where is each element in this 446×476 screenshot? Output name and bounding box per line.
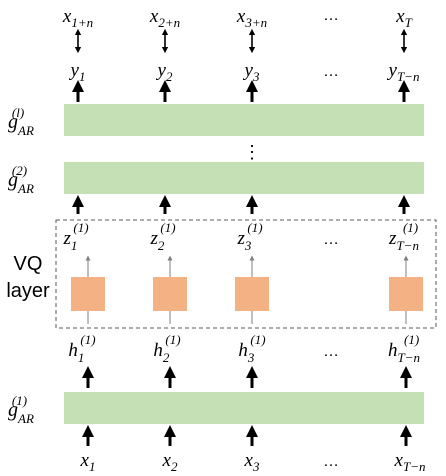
y-label-row: y1 y2 y3 … yT−n <box>69 60 420 84</box>
vq-box <box>153 277 187 311</box>
vq-box <box>71 277 105 311</box>
y-label: y2 <box>156 60 173 84</box>
bottom-label-ellipsis: … <box>323 453 339 470</box>
ar-layer-second-label: gAR(2) <box>8 163 34 196</box>
y-label: y1 <box>69 60 86 84</box>
double-arrow-row <box>74 28 408 54</box>
thick-arrow-row-top <box>72 80 410 102</box>
top-label: x2+n <box>149 6 180 30</box>
top-label: x1+n <box>62 6 93 30</box>
top-label-row: x1+n x2+n x3+n … xT <box>62 6 413 30</box>
thick-arrow-row-low <box>82 366 412 388</box>
vq-box <box>389 277 423 311</box>
z-label: z1(1) <box>62 220 88 253</box>
vq-layer-label-line2: layer <box>6 280 50 302</box>
bottom-label-row: x1 x2 x3 … xT−n <box>80 450 426 474</box>
ar-layer-top: gAR(l) <box>8 104 424 138</box>
ar-layer-top-label: gAR(l) <box>8 105 34 138</box>
vertical-ellipsis: ⋮ <box>243 142 261 162</box>
y-label-ellipsis: … <box>323 63 339 80</box>
top-label: xT <box>395 6 412 30</box>
z-label: z2(1) <box>149 220 175 253</box>
thick-arrow-row-bottom <box>82 425 412 446</box>
ar-layer-bottom-bar <box>64 392 424 424</box>
thick-arrow-row-mid <box>72 195 410 214</box>
z-label: z3(1) <box>236 220 262 253</box>
h-label: h1(1) <box>68 332 95 365</box>
h-label-ellipsis: … <box>323 343 339 360</box>
z-label-row: z1(1) z2(1) z3(1) … zT−n(1) <box>62 220 419 253</box>
h-label: h2(1) <box>153 332 180 365</box>
h-label-row: h1(1) h2(1) h3(1) … hT−n(1) <box>68 332 420 365</box>
y-label: yT−n <box>387 60 420 84</box>
vq-layer-label-line1: VQ <box>14 253 43 275</box>
ar-layer-bottom-label: gAR(1) <box>8 393 34 426</box>
ar-layer-second-bar <box>64 162 424 194</box>
vq-box <box>235 277 269 311</box>
z-label: zT−n(1) <box>388 220 419 253</box>
ar-layer-top-bar <box>64 104 424 136</box>
z-label-ellipsis: … <box>323 231 339 248</box>
h-label: hT−n(1) <box>388 332 420 365</box>
ar-layer-second: gAR(2) <box>8 162 424 196</box>
h-label: h3(1) <box>238 332 265 365</box>
vq-layer-border <box>55 219 437 329</box>
top-label: x3+n <box>236 6 267 30</box>
bottom-label: x2 <box>162 450 178 474</box>
y-label: y3 <box>243 60 260 84</box>
bottom-label: xT−n <box>394 450 426 474</box>
bottom-label: x1 <box>80 450 96 474</box>
ar-layer-bottom: gAR(1) <box>8 392 424 426</box>
vq-box-row <box>71 277 423 311</box>
bottom-label: x3 <box>244 450 260 474</box>
vq-layer-label: VQ layer <box>6 253 50 302</box>
top-label-ellipsis: … <box>323 7 339 24</box>
